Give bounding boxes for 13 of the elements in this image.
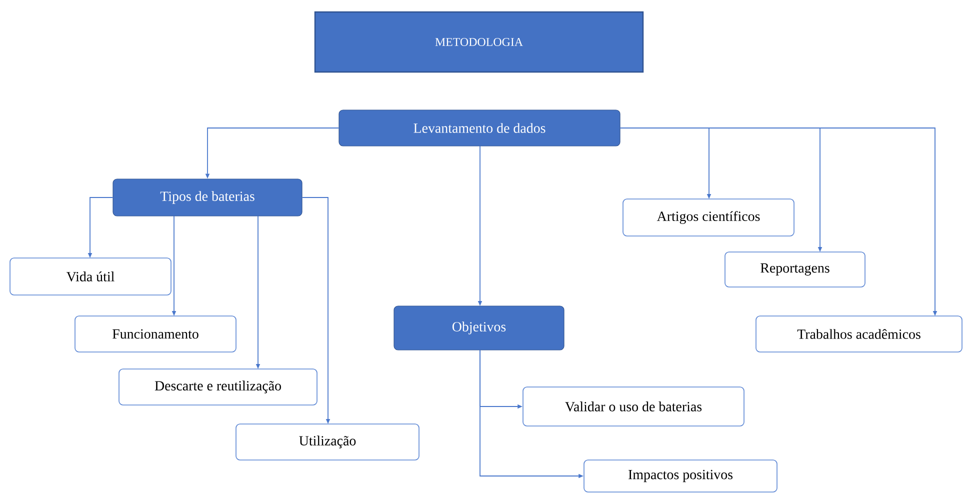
topic-box: Levantamento de dados [338, 110, 620, 146]
item-box: Validar o uso de baterias [522, 386, 744, 426]
item-box: Reportagens [724, 252, 866, 288]
item-box: Descarte e reutilização [118, 368, 318, 406]
item-box: Trabalhos acadêmicos [756, 316, 962, 352]
topic-box: Tipos de baterias [112, 178, 302, 216]
item-box: Impactos positivos [584, 460, 778, 492]
topic-box: Objetivos [394, 306, 564, 350]
item-box: Utilização [236, 424, 420, 460]
title-box: METODOLOGIA [314, 11, 644, 73]
item-box: Funcionamento [74, 316, 236, 352]
item-box: Artigos científicos [622, 198, 794, 236]
item-box: Vida útil [10, 258, 172, 296]
